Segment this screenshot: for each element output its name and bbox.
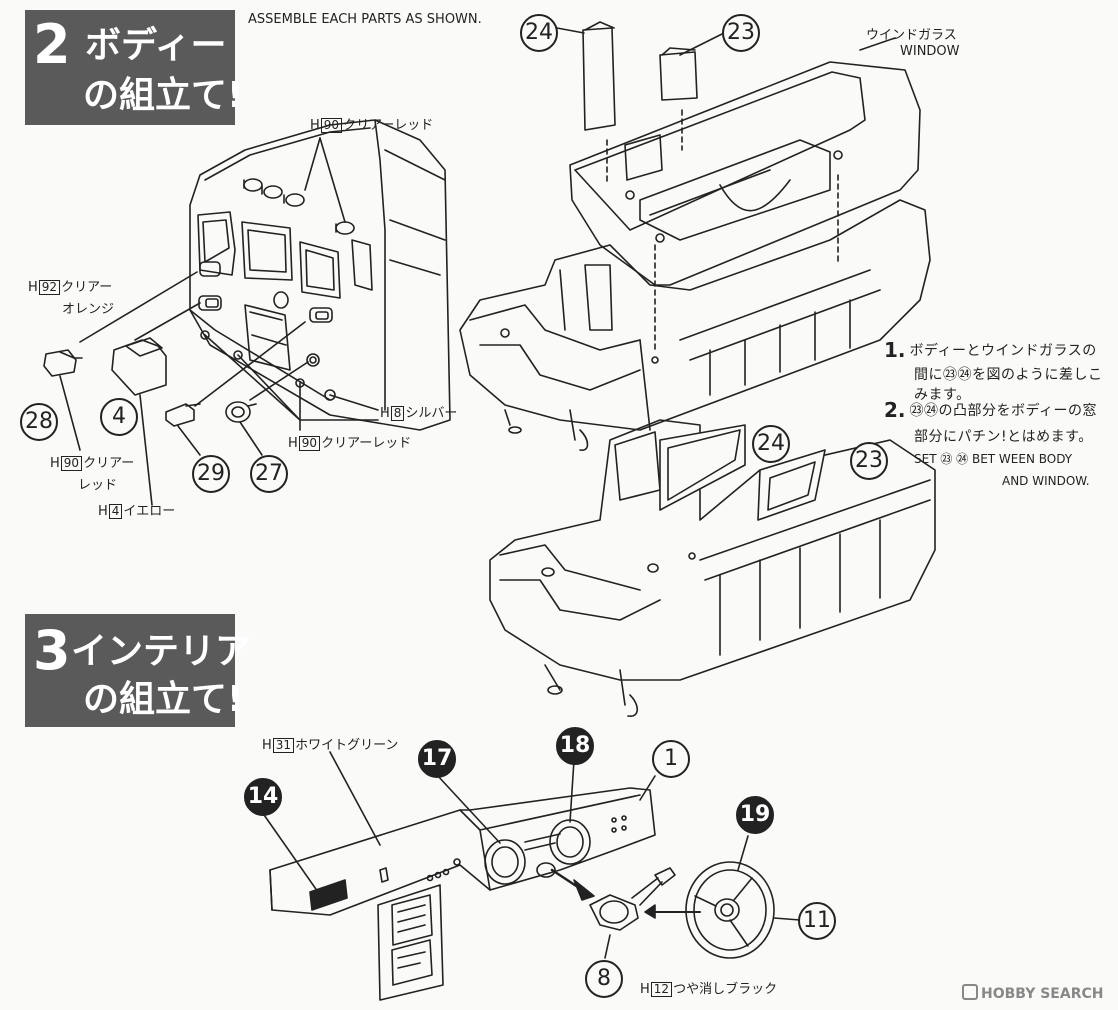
part-number-24-mid: 24 [752,425,790,463]
watermark-icon [962,984,978,1000]
note-2-line2: 部分にパチン!とはめます。 [914,429,1093,445]
step3-banner: 3 インテリア の組立て! [25,614,251,727]
part-number-23-top: 23 [722,14,760,52]
watermark-logo: HOBBY SEARCH [962,984,1103,1002]
step2-banner: 2 ボディー の組立て! [25,10,243,125]
step3-number: 3 [33,619,71,682]
part-number-17: 17 [418,740,456,778]
part-number-11: 11 [798,902,836,940]
small-parts-left [43,337,263,506]
step3-title-line2: の組立て! [83,679,244,720]
step2-title-line2: の組立て! [83,75,244,116]
part-number-29: 29 [192,455,230,493]
header-instruction: ASSEMBLE EACH PARTS AS SHOWN. [248,12,482,27]
note-1-line1: ボディーとウインドガラスの [909,343,1097,359]
note-2: 2. ㉓㉔の凸部分をボディーの窓 [884,398,1097,424]
note-1: 1. ボディーとウインドガラスの [884,338,1097,364]
note-en-line1: SET ㉓ ㉔ BET WEEN BODY [914,452,1073,466]
part-number-4: 4 [100,398,138,436]
part-number-18: 18 [556,727,594,765]
body-installed-view [489,419,936,717]
part-number-1: 1 [652,740,690,778]
part-number-24-top: 24 [520,14,558,52]
note-en-line2: AND WINDOW. [1002,474,1090,488]
part-number-14: 14 [244,778,282,816]
window-label-jp: ウインドガラス [866,28,957,43]
part-number-27: 27 [250,455,288,493]
note-1-number: 1. [884,338,906,362]
note-1-line2: 間に㉓㉔を図のように差しこ [914,367,1103,383]
dashboard-drawing [261,751,801,1001]
note-1-line3: みます。 [914,387,971,403]
body-window-exploded [459,21,931,451]
part-number-23-mid: 23 [850,442,888,480]
step3-title-line1: インテリア [71,631,252,672]
step2-title-line1: ボディー [85,25,227,66]
step2-number: 2 [33,13,71,76]
part-number-28: 28 [20,403,58,441]
note-2-line1: ㉓㉔の凸部分をボディーの窓 [909,403,1098,419]
note-2-number: 2. [884,398,906,422]
part-number-19: 19 [736,796,774,834]
vehicle-front-drawing [79,119,451,431]
paint-label-h92-line2: オレンジ [62,302,115,317]
window-label-en: WINDOW [900,44,960,59]
paint-label-h90-left-line2: レッド [78,478,118,493]
part-number-8: 8 [585,960,623,998]
